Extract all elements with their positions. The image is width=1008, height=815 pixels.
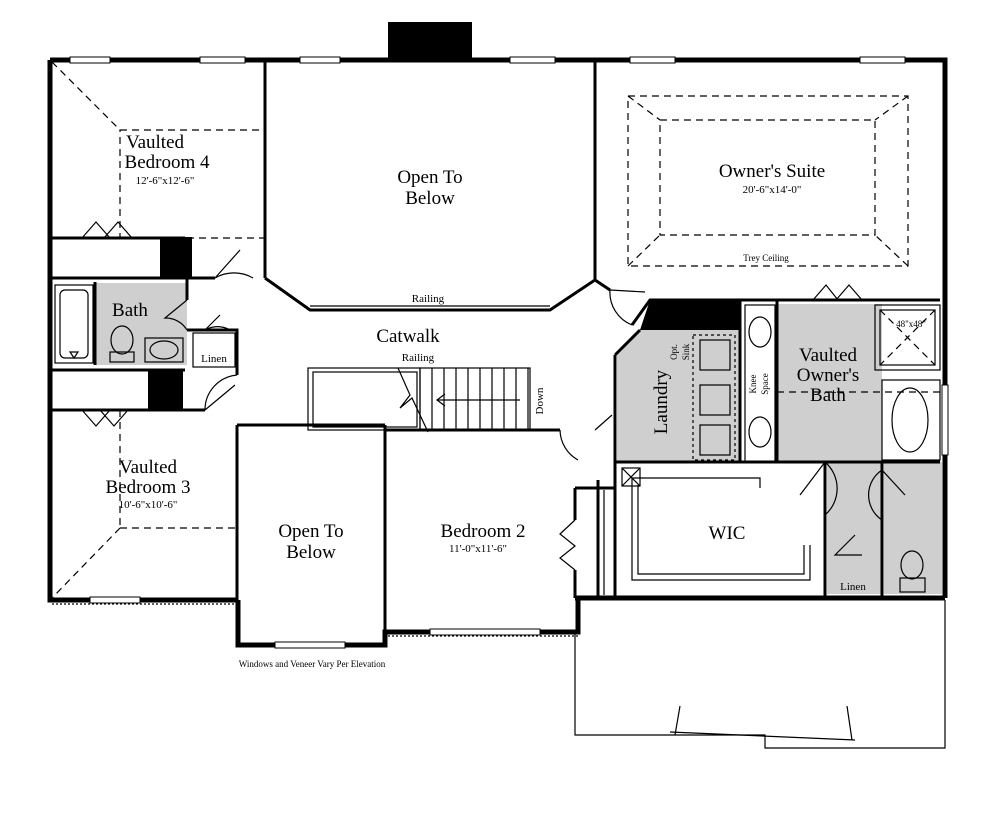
bedroom2-title: Bedroom 2 xyxy=(441,521,526,542)
owners-bath-line3: Bath xyxy=(810,385,846,406)
bedroom2-dimensions: 11'-0"x11'-6" xyxy=(449,543,507,555)
bedroom4-title-line2: Bedroom 4 xyxy=(125,152,210,173)
open-above-line1: Open To xyxy=(397,167,462,188)
open-below-line2: Below xyxy=(286,542,336,563)
wic-label: WIC xyxy=(709,523,746,544)
shower-size-label: 48"x48" xyxy=(896,319,926,329)
stair-down-label: Down xyxy=(534,387,546,414)
opt-sink-line1: Opt. xyxy=(669,344,679,360)
owners-suite-title: Owner's Suite xyxy=(719,161,825,182)
knee-space-line1: Knee xyxy=(748,375,758,394)
elevation-note: Windows and Veneer Vary Per Elevation xyxy=(239,659,386,669)
laundry-label: Laundry xyxy=(651,369,672,434)
open-above-line2: Below xyxy=(405,188,455,209)
windows xyxy=(69,56,949,649)
opt-sink-line2: Sink xyxy=(681,343,691,360)
fixtures xyxy=(54,284,941,595)
doors xyxy=(81,221,906,571)
bedroom3-title-line2: Bedroom 3 xyxy=(106,477,191,498)
railing-top-label: Railing xyxy=(412,293,445,305)
ceiling-lines xyxy=(51,61,940,599)
linen-left-label: Linen xyxy=(201,353,227,365)
linen-right-label: Linen xyxy=(840,581,866,593)
open-below-line1: Open To xyxy=(278,521,343,542)
black-masses xyxy=(148,22,740,410)
bedroom3-title-line1: Vaulted xyxy=(119,457,178,478)
bedroom4-title-line1: Vaulted xyxy=(126,132,185,153)
room-labels: Vaulted Bedroom 4 12'-6"x12'-6" Open To … xyxy=(106,132,927,669)
catwalk-label: Catwalk xyxy=(376,326,440,347)
railing-stair-label: Railing xyxy=(402,352,435,364)
knee-space-line2: Space xyxy=(760,373,770,395)
grey-areas xyxy=(95,283,942,594)
bedroom4-dimensions: 12'-6"x12'-6" xyxy=(136,175,195,187)
owners-suite-dimensions: 20'-6"x14'-0" xyxy=(743,184,802,196)
bath-label: Bath xyxy=(112,300,148,321)
staircase xyxy=(307,305,550,433)
porch xyxy=(52,600,946,749)
owners-bath-line1: Vaulted xyxy=(799,345,858,366)
trey-ceiling-note: Trey Ceiling xyxy=(743,253,789,263)
bedroom3-dimensions: 10'-6"x10'-6" xyxy=(119,499,178,511)
owners-bath-line2: Owner's xyxy=(797,365,860,386)
